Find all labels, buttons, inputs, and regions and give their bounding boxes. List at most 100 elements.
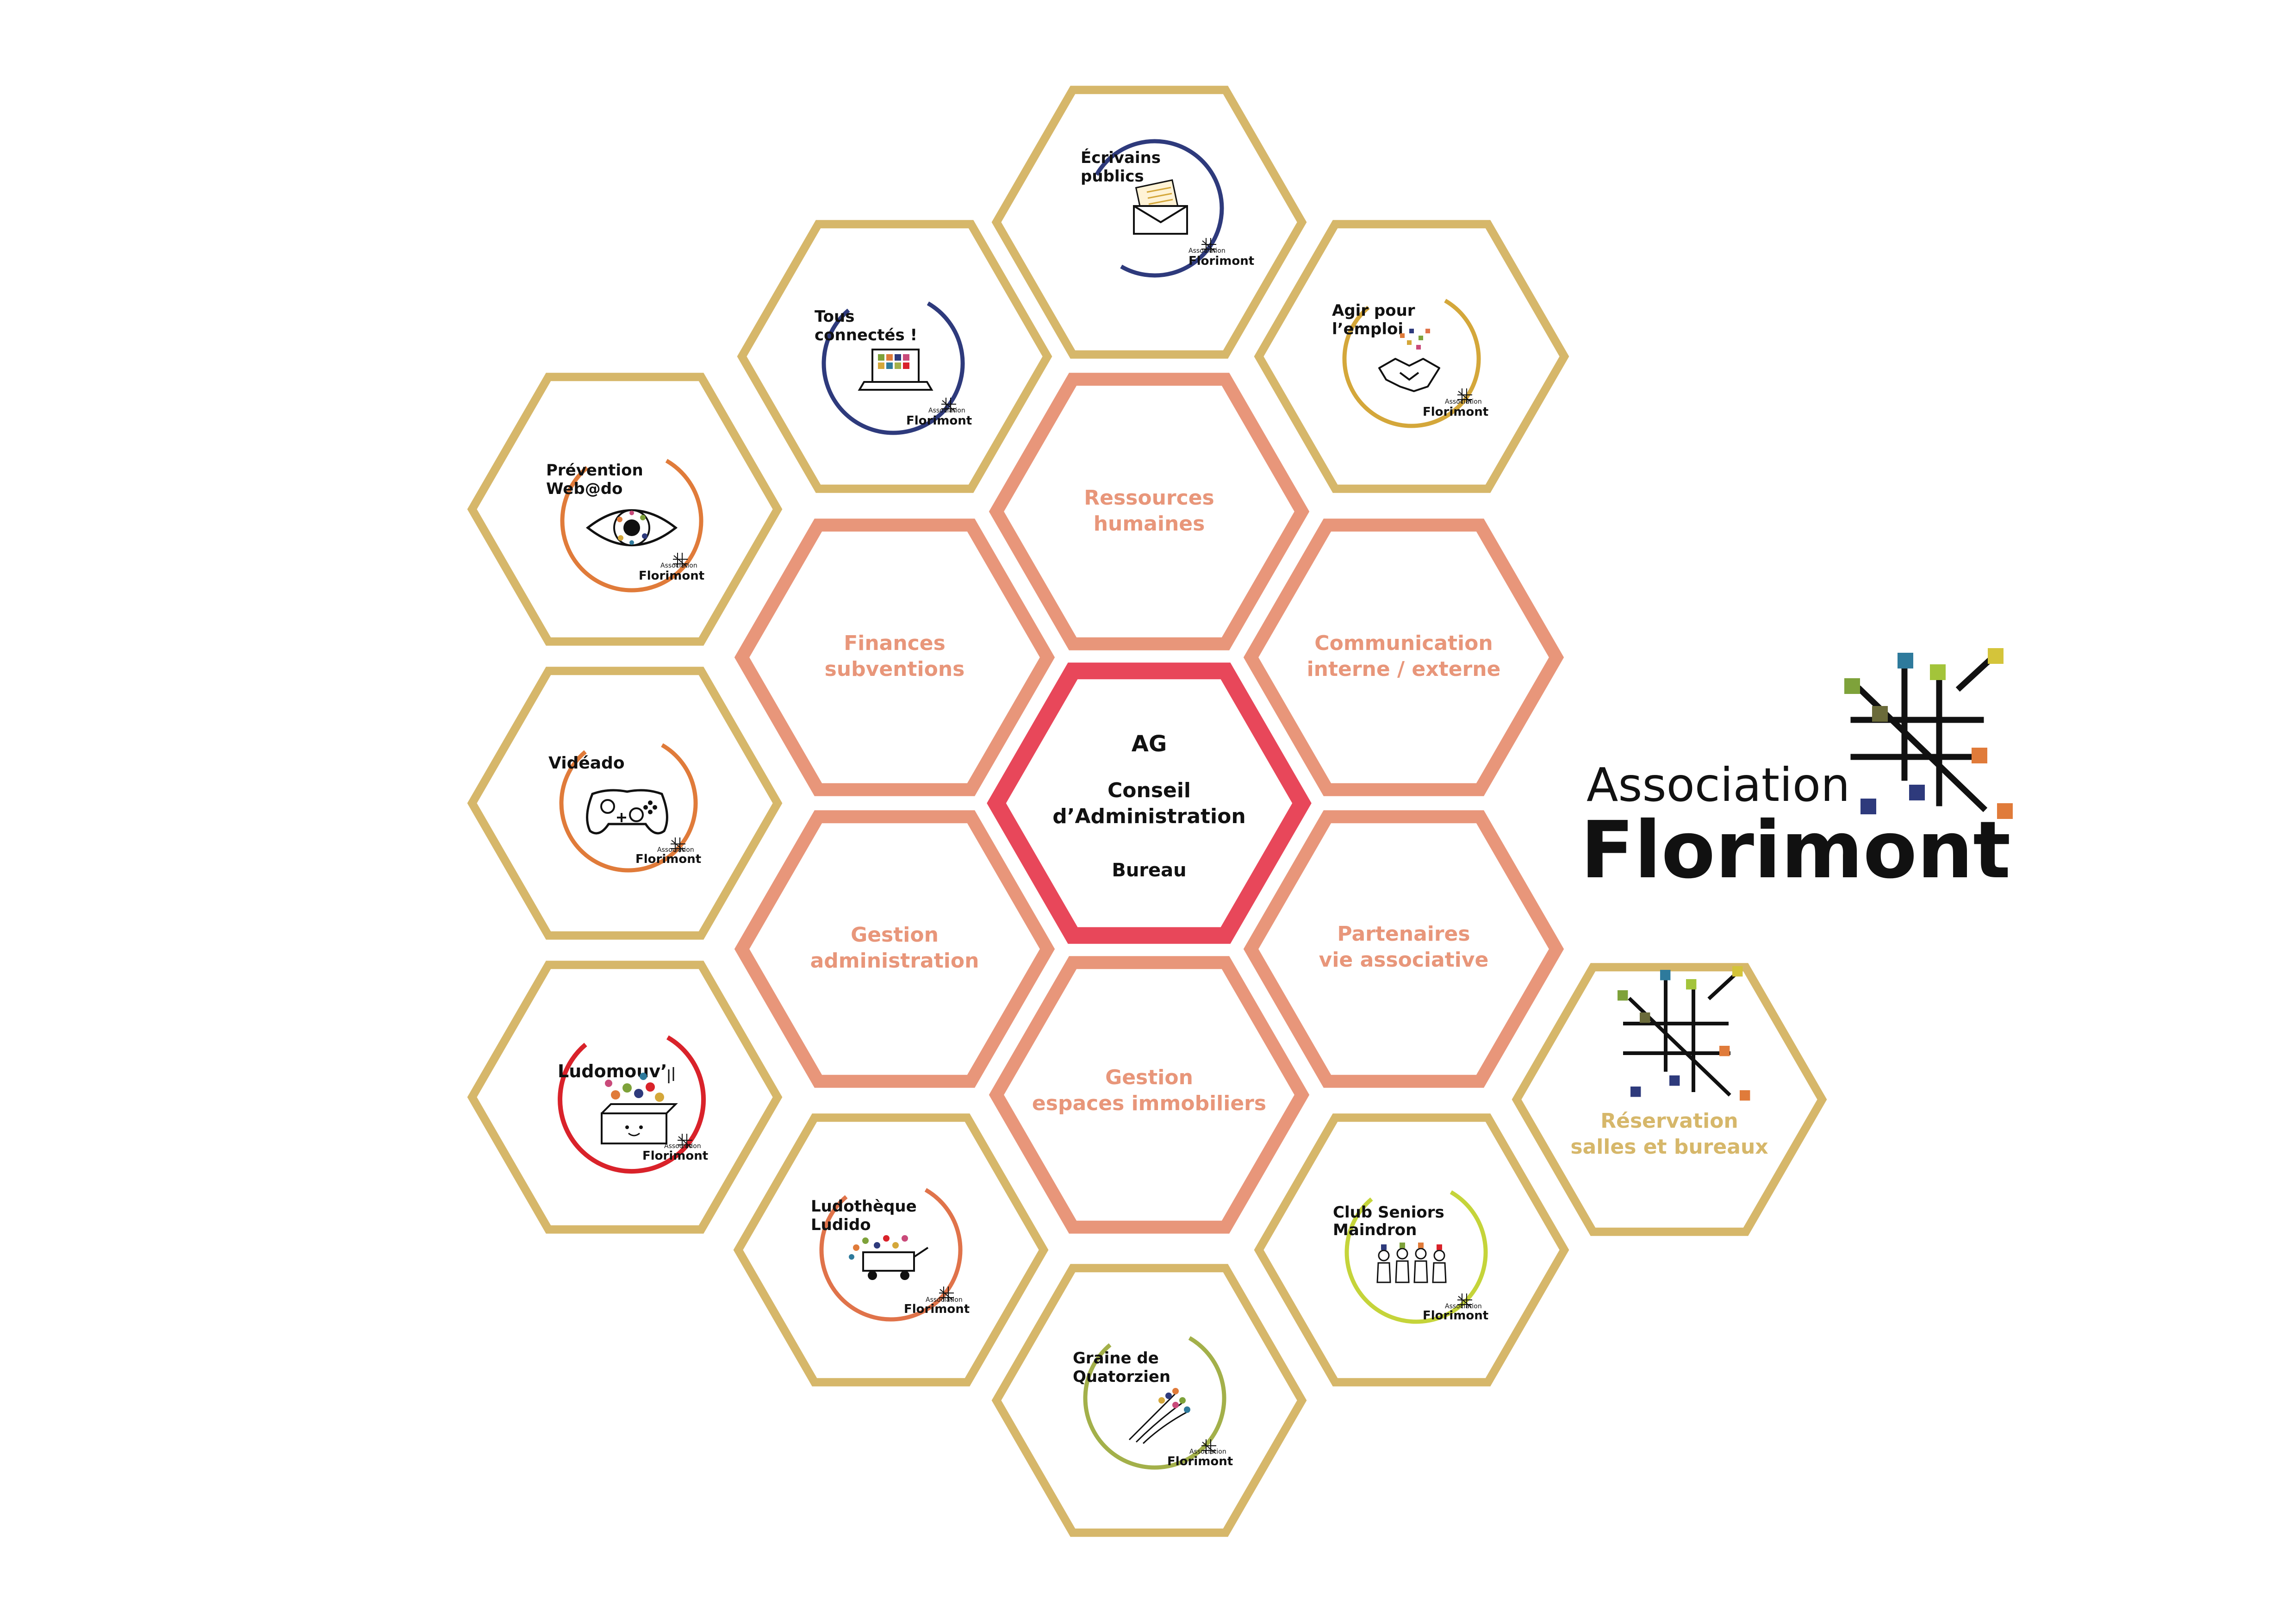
prevention-webado-badge: Association Florimont bbox=[639, 552, 704, 583]
hex-ludotheque-ludido: Ludothèque Ludido Association Florimont bbox=[733, 1113, 1049, 1387]
tous-connectes-badge-small: Association bbox=[928, 407, 965, 414]
hex-ludomouv-outline bbox=[467, 961, 783, 1234]
hex-gestion-espaces-outline bbox=[989, 956, 1310, 1234]
florimont-logo-mark bbox=[1844, 648, 2013, 819]
reservation-logo-mark bbox=[1618, 966, 1750, 1101]
ludotheque-ludido-line2: Ludido bbox=[811, 1216, 871, 1234]
prevention-webado-badge-small: Association bbox=[660, 562, 697, 569]
agir-pour-emploi-badge-big: Florimont bbox=[1423, 405, 1488, 419]
hex-ludomouv: Ludomouv’ Association Florimont bbox=[467, 961, 783, 1234]
hex-reservation-outline bbox=[1512, 963, 1827, 1236]
hex-agir-pour-emploi: Agir pour l’emploi Association Florimont bbox=[1254, 220, 1569, 493]
center-bureau-label: Bureau bbox=[1112, 860, 1186, 881]
partenaires-line1: Partenaires bbox=[1337, 922, 1470, 946]
gamepad-icon bbox=[586, 789, 668, 835]
association-florimont-logo: Association Florimont bbox=[1580, 648, 2013, 896]
graine-de-quatorzien-line2: Quatorzien bbox=[1073, 1368, 1170, 1386]
communication-line2: interne / externe bbox=[1307, 657, 1501, 681]
tous-connectes-badge: Association Florimont bbox=[906, 397, 972, 428]
ecrivains-publics-badge: Association Florimont bbox=[1188, 237, 1254, 268]
center-administration-label: d’Administration bbox=[1052, 805, 1245, 828]
gestion-espaces-line2: espaces immobiliers bbox=[1032, 1092, 1266, 1115]
hex-center: AG Conseil d’Administration Bureau bbox=[987, 662, 1312, 944]
graine-de-quatorzien-badge-big: Florimont bbox=[1167, 1455, 1233, 1468]
tous-connectes-line2: connectés ! bbox=[815, 326, 917, 344]
agir-pour-emploi-badge-small: Association bbox=[1445, 398, 1482, 406]
partenaires-line2: vie associative bbox=[1319, 948, 1489, 972]
toy-box-icon bbox=[601, 1067, 678, 1144]
hex-ecrivains-publics: Écrivains publics Association Florimont bbox=[991, 86, 1307, 359]
hex-partenaires-outline bbox=[1243, 810, 1564, 1088]
toy-cart-icon bbox=[849, 1235, 929, 1280]
videado-badge-small: Association bbox=[657, 846, 694, 854]
center-conseil-label: Conseil bbox=[1108, 779, 1191, 802]
ludomouv-line1: Ludomouv’ bbox=[558, 1061, 667, 1081]
hex-videado: Vidéado Association Florimont bbox=[467, 667, 783, 940]
club-seniors-line1: Club Seniors bbox=[1333, 1203, 1444, 1222]
handshake-icon bbox=[1378, 329, 1440, 392]
hex-ecrivains-publics-outline bbox=[991, 86, 1307, 359]
hex-prevention-webado: Prévention Web@do Association Florimont bbox=[467, 373, 783, 646]
hex-ressources-humaines: Ressources humaines bbox=[989, 373, 1310, 650]
ludotheque-ludido-badge-big: Florimont bbox=[904, 1302, 970, 1316]
ludomouv-ring bbox=[558, 1035, 706, 1174]
ecrivains-publics-ring bbox=[1095, 139, 1224, 278]
hex-tous-connectes: Tous connectés ! Association Florimont bbox=[737, 220, 1052, 493]
hex-gestion-administration: Gestion administration bbox=[734, 810, 1055, 1088]
hex-gestion-espaces: Gestion espaces immobiliers bbox=[989, 956, 1310, 1234]
hex-prevention-webado-outline bbox=[467, 373, 783, 646]
ecrivains-publics-line2: publics bbox=[1081, 167, 1144, 186]
seniors-icon bbox=[1376, 1243, 1447, 1283]
brand-florimont-label: Florimont bbox=[1580, 805, 2011, 896]
hex-finances: Finances subventions bbox=[734, 518, 1055, 796]
prevention-webado-badge-big: Florimont bbox=[639, 569, 704, 583]
finances-line2: subventions bbox=[825, 657, 965, 681]
ressources-humaines-line1: Ressources bbox=[1084, 486, 1214, 510]
center-ag-label: AG bbox=[1132, 731, 1167, 757]
club-seniors-badge-small: Association bbox=[1445, 1303, 1482, 1310]
hex-finances-outline bbox=[734, 518, 1055, 796]
tous-connectes-badge-big: Florimont bbox=[906, 414, 972, 428]
gestion-administration-line1: Gestion bbox=[851, 923, 939, 947]
hex-communication: Communication interne / externe bbox=[1243, 518, 1564, 796]
tous-connectes-line1: Tous bbox=[815, 307, 854, 326]
hex-center-outline bbox=[987, 662, 1312, 944]
club-seniors-ring bbox=[1344, 1190, 1488, 1324]
ludotheque-ludido-ring bbox=[819, 1188, 963, 1322]
graine-de-quatorzien-badge: Association Florimont bbox=[1167, 1439, 1233, 1468]
agir-pour-emploi-badge: Association Florimont bbox=[1423, 388, 1488, 419]
club-seniors-line2: Maindron bbox=[1333, 1221, 1417, 1239]
hex-club-seniors: Club Seniors Maindron Association Florim… bbox=[1254, 1113, 1569, 1387]
videado-badge: Association Florimont bbox=[635, 837, 701, 866]
brand-association-label: Association bbox=[1587, 758, 1850, 812]
graine-de-quatorzien-line1: Graine de bbox=[1073, 1349, 1159, 1368]
ecrivains-publics-badge-small: Association bbox=[1188, 247, 1226, 255]
agir-pour-emploi-ring bbox=[1342, 299, 1481, 428]
graine-de-quatorzien-badge-small: Association bbox=[1189, 1448, 1226, 1455]
prevention-webado-line1: Prévention bbox=[546, 461, 643, 480]
videado-badge-big: Florimont bbox=[635, 852, 701, 866]
prevention-webado-ring bbox=[560, 459, 703, 593]
agir-pour-emploi-line2: l’emploi bbox=[1332, 320, 1403, 338]
videado-line1: Vidéado bbox=[548, 754, 625, 773]
hex-partenaires: Partenaires vie associative bbox=[1243, 810, 1564, 1088]
ecrivains-publics-badge-big: Florimont bbox=[1188, 254, 1254, 268]
hex-ludotheque-ludido-outline bbox=[733, 1113, 1049, 1387]
finances-line1: Finances bbox=[844, 631, 946, 655]
gestion-espaces-line1: Gestion bbox=[1105, 1066, 1193, 1089]
ludotheque-ludido-line1: Ludothèque bbox=[811, 1197, 917, 1216]
ludotheque-ludido-badge: Association Florimont bbox=[904, 1286, 970, 1316]
graine-de-quatorzien-ring bbox=[1083, 1336, 1226, 1470]
laptop-icon bbox=[858, 349, 933, 391]
ludotheque-ludido-badge-small: Association bbox=[926, 1296, 963, 1304]
seed-icon bbox=[1128, 1388, 1190, 1444]
agir-pour-emploi-line1: Agir pour bbox=[1332, 301, 1415, 320]
ludomouv-badge-big: Florimont bbox=[642, 1149, 708, 1163]
ecrivains-publics-line1: Écrivains bbox=[1081, 148, 1161, 167]
hex-club-seniors-outline bbox=[1254, 1113, 1569, 1387]
ressources-humaines-line2: humaines bbox=[1094, 512, 1205, 536]
hex-ressources-humaines-outline bbox=[989, 373, 1310, 650]
reservation-line1: Réservation bbox=[1600, 1109, 1738, 1133]
club-seniors-badge-big: Florimont bbox=[1423, 1309, 1488, 1323]
